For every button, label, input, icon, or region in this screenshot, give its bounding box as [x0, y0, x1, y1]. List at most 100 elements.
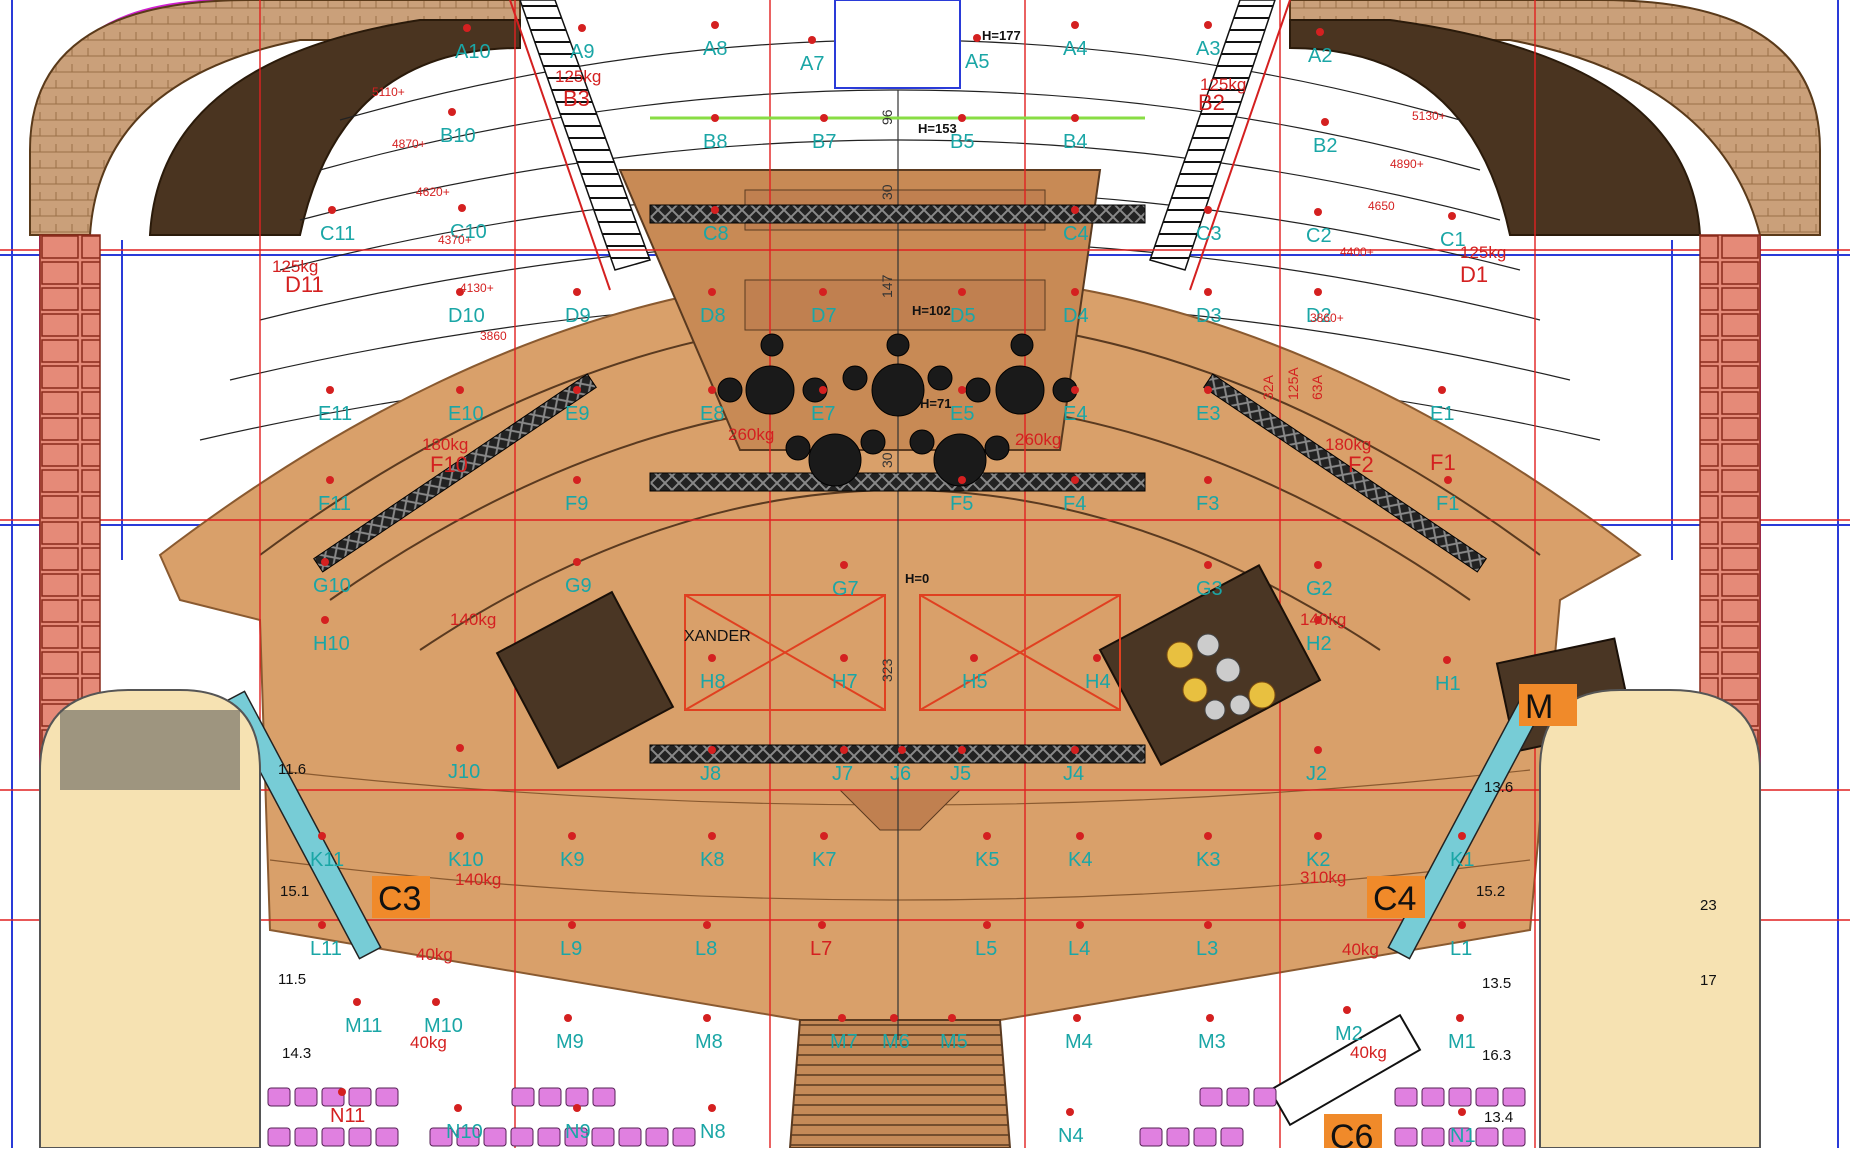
rig-point-label: D11 — [285, 272, 324, 297]
side-number-label: 23 — [1700, 897, 1717, 914]
grid-point-marker — [890, 1014, 898, 1022]
load-rating-label: 260kg — [1015, 430, 1061, 449]
grid-point-marker — [711, 114, 719, 122]
load-rating-label: 125kg — [1200, 75, 1246, 94]
grid-label: B5 — [950, 131, 974, 153]
grid-point-marker — [970, 654, 978, 662]
grid-label: M3 — [1198, 1031, 1226, 1053]
offset-label: 4370+ — [438, 233, 472, 247]
grid-point-marker — [326, 476, 334, 484]
grid-point-marker — [454, 1104, 462, 1112]
grid-label: C1 — [1440, 229, 1466, 251]
grid-point-marker — [573, 558, 581, 566]
grid-point-marker — [818, 921, 826, 929]
grid-point-marker — [1456, 1014, 1464, 1022]
grid-label: N10 — [446, 1121, 483, 1143]
dimension-label: 96 — [879, 109, 895, 125]
grid-point-marker — [1204, 832, 1212, 840]
drum-kit — [1166, 633, 1276, 721]
side-number-label: 16.3 — [1482, 1047, 1511, 1064]
grid-point-marker — [1093, 654, 1101, 662]
grid-point-marker — [1314, 832, 1322, 840]
grid-point-marker — [1314, 288, 1322, 296]
dimension-label: 30 — [879, 184, 895, 200]
dimension-label: 323 — [879, 658, 895, 682]
grid-label: F3 — [1196, 493, 1219, 515]
side-number-label: 15.1 — [280, 883, 309, 900]
offset-label: 5130+ — [1412, 109, 1446, 123]
grid-label: L1 — [1450, 938, 1472, 960]
grid-label: K2 — [1306, 849, 1330, 871]
grid-label: C2 — [1306, 225, 1332, 247]
audience-seats — [267, 1087, 1526, 1147]
grid-point-marker — [1071, 288, 1079, 296]
grid-label: L8 — [695, 938, 717, 960]
offset-label: 3860 — [480, 329, 507, 343]
grid-point-marker — [1076, 832, 1084, 840]
grid-label: D8 — [700, 305, 726, 327]
grid-point-marker — [983, 921, 991, 929]
grid-label: N1 — [1450, 1125, 1476, 1147]
grid-label: A10 — [455, 41, 491, 63]
side-number-label: 11.6 — [278, 761, 306, 778]
grid-label: H2 — [1306, 633, 1332, 655]
grid-label: L9 — [560, 938, 582, 960]
grid-point-marker — [819, 288, 827, 296]
grid-point-marker — [708, 386, 716, 394]
grid-point-marker — [1343, 1006, 1351, 1014]
grid-label: L3 — [1196, 938, 1218, 960]
offset-label: 4650 — [1368, 199, 1395, 213]
grid-label: C3 — [1196, 223, 1222, 245]
grid-point-marker — [820, 832, 828, 840]
grid-point-marker — [328, 206, 336, 214]
grid-point-marker — [711, 21, 719, 29]
grid-label: D5 — [950, 305, 976, 327]
grid-point-marker — [318, 832, 326, 840]
grid-point-marker — [326, 386, 334, 394]
grid-point-marker — [1066, 1108, 1074, 1116]
camera-tag-background — [1367, 876, 1425, 918]
grid-label: M1 — [1448, 1031, 1476, 1053]
grid-label: G7 — [832, 578, 859, 600]
grid-label: N9 — [565, 1121, 591, 1143]
grid-point-marker — [578, 24, 586, 32]
load-rating-label: 125kg — [272, 257, 318, 276]
grid-label: H5 — [962, 671, 988, 693]
offset-label: 4890+ — [1390, 157, 1424, 171]
grid-label: K4 — [1068, 849, 1092, 871]
grid-label: N4 — [1058, 1125, 1084, 1147]
grid-point-marker — [573, 1104, 581, 1112]
dimension-label: 147 — [879, 274, 895, 298]
load-rating-label: 140kg — [450, 610, 496, 629]
grid-label: K7 — [812, 849, 836, 871]
grid-point-marker — [1071, 476, 1079, 484]
load-rating-label: 140kg — [1300, 610, 1346, 629]
offset-label: 5110+ — [372, 85, 405, 99]
grid-point-marker — [568, 921, 576, 929]
side-number-label: 13.6 — [1484, 779, 1513, 796]
grid-point-marker — [1314, 561, 1322, 569]
grid-label: G3 — [1196, 578, 1223, 600]
grid-point-marker — [448, 108, 456, 116]
grid-point-marker — [463, 24, 471, 32]
side-number-label: 13.4 — [1484, 1109, 1513, 1126]
grid-label: F4 — [1063, 493, 1086, 515]
side-booths — [39, 689, 1761, 1149]
grid-point-marker — [958, 288, 966, 296]
grid-label: B2 — [1313, 135, 1337, 157]
performer-name-label: XANDER — [684, 628, 751, 645]
height-label: H=153 — [918, 121, 957, 136]
grid-label: D3 — [1196, 305, 1222, 327]
grid-point-marker — [708, 288, 716, 296]
grid-label: A4 — [1063, 38, 1087, 60]
grid-label: G9 — [565, 575, 592, 597]
grid-label: M8 — [695, 1031, 723, 1053]
offset-label: 4400+ — [1340, 245, 1374, 259]
grid-point-marker — [1204, 386, 1212, 394]
offset-label: 3860+ — [1310, 311, 1344, 325]
grid-point-marker — [1071, 746, 1079, 754]
grid-label: K1 — [1450, 849, 1474, 871]
grid-point-marker — [1076, 921, 1084, 929]
grid-point-marker — [573, 476, 581, 484]
